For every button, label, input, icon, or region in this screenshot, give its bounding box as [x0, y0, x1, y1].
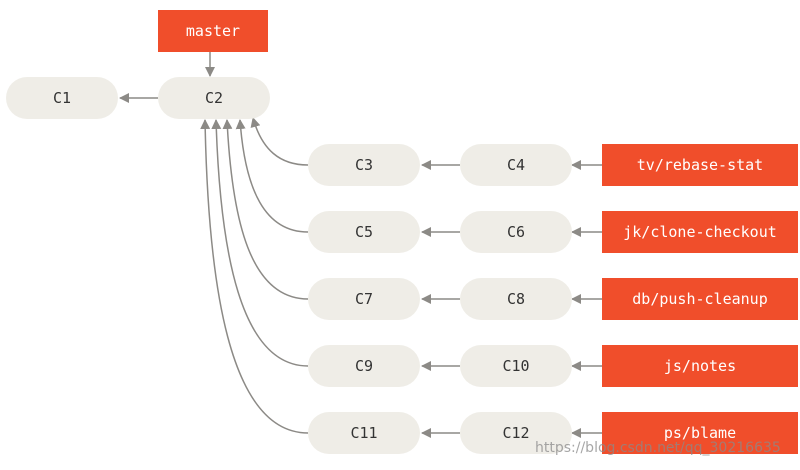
commit-c9: C9 — [308, 345, 420, 387]
edge-c3-c2 — [250, 117, 309, 166]
commit-label: C10 — [502, 357, 529, 375]
branch-label: tv/rebase-stat — [637, 156, 763, 174]
branch-ps-blame: ps/blame — [602, 412, 798, 454]
edge-c7-c2 — [222, 119, 309, 300]
commit-c7: C7 — [308, 278, 420, 320]
commit-label: C9 — [355, 357, 373, 375]
branch-label: js/notes — [664, 357, 736, 375]
commit-label: C1 — [53, 89, 71, 107]
branch-jk-clone-checkout: jk/clone-checkout — [602, 211, 798, 253]
branch-js-notes: js/notes — [602, 345, 798, 387]
branch-label: db/push-cleanup — [632, 290, 767, 308]
commits: C1 C2 C3 C4 C5 C6 C7 C8 — [6, 77, 572, 454]
branch-label: ps/blame — [664, 424, 736, 442]
edge-c11-c2 — [200, 119, 309, 434]
commit-label: C4 — [507, 156, 525, 174]
commit-c2: C2 — [158, 77, 270, 119]
branch-label: jk/clone-checkout — [623, 223, 777, 241]
commit-c4: C4 — [460, 144, 572, 186]
edge-c5-c2 — [235, 119, 309, 233]
commit-label: C7 — [355, 290, 373, 308]
branches: master tv/rebase-stat jk/clone-checkout … — [158, 10, 798, 454]
commit-c1: C1 — [6, 77, 118, 119]
commit-label: C6 — [507, 223, 525, 241]
branch-db-push-cleanup: db/push-cleanup — [602, 278, 798, 320]
edge-c9-c2 — [211, 119, 309, 367]
commit-c8: C8 — [460, 278, 572, 320]
watermark: https://blog.csdn.net/qq_30216635 — [535, 440, 781, 456]
commit-label: C8 — [507, 290, 525, 308]
branch-label: master — [186, 22, 240, 40]
commit-c11: C11 — [308, 412, 420, 454]
commit-c12: C12 — [460, 412, 572, 454]
branch-master: master — [158, 10, 268, 52]
commit-c5: C5 — [308, 211, 420, 253]
commit-label: C5 — [355, 223, 373, 241]
commit-c6: C6 — [460, 211, 572, 253]
commit-c3: C3 — [308, 144, 420, 186]
commit-label: C2 — [205, 89, 223, 107]
commit-label: C3 — [355, 156, 373, 174]
commit-label: C11 — [350, 424, 377, 442]
edges — [119, 52, 602, 438]
commit-label: C12 — [502, 424, 529, 442]
commit-c10: C10 — [460, 345, 572, 387]
branch-tv-rebase-stat: tv/rebase-stat — [602, 144, 798, 186]
